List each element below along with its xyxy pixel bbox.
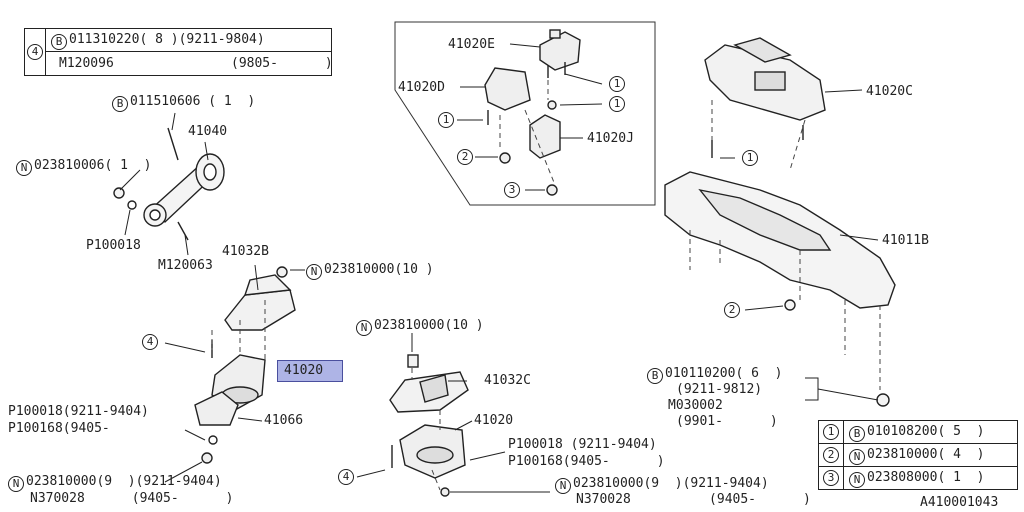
legend-ref-1: 1 bbox=[823, 424, 839, 440]
b-prefix-icon: B bbox=[112, 96, 128, 112]
b-prefix-icon: B bbox=[51, 34, 67, 50]
bracket-41020e bbox=[539, 29, 581, 78]
callout-3-a: 3 bbox=[504, 182, 520, 198]
label-41040: 41040 bbox=[188, 124, 228, 139]
callout-1-a: 1 bbox=[609, 76, 625, 92]
legend-text-3: 023808000( 1 ) bbox=[867, 470, 985, 485]
b-prefix-icon: B bbox=[849, 426, 865, 442]
row1-qty: ( 8 ) bbox=[139, 32, 179, 47]
label-41011b: 41011B bbox=[882, 233, 929, 248]
row1-range: (9211-9804) bbox=[178, 32, 265, 47]
label-p100018-b: P100018(9211-9404) bbox=[8, 404, 149, 419]
n-prefix-icon: N bbox=[849, 472, 865, 488]
callout-4-middle: 4 bbox=[338, 469, 354, 485]
bracket-41032c bbox=[389, 354, 469, 413]
label-range-9901: (9901- ) bbox=[676, 414, 778, 429]
label-41020-middle: 41020 bbox=[474, 413, 514, 428]
label-p100168-c: P100168(9405- ) bbox=[508, 454, 665, 469]
mount-41020-middle bbox=[391, 424, 466, 497]
legend-ref-3: 3 bbox=[823, 470, 839, 486]
label-41020d: 41020D bbox=[398, 80, 445, 95]
label-010110200-text: 010110200( 6 ) bbox=[665, 366, 783, 381]
torque-rod-41040 bbox=[113, 127, 225, 241]
label-023810006-text: 023810006( 1 ) bbox=[34, 158, 152, 173]
label-p100168-b: P100168(9405- bbox=[8, 421, 110, 436]
legend-text-1: 010108200( 5 ) bbox=[867, 424, 985, 439]
legend-text-2: 023810000( 4 ) bbox=[867, 447, 985, 462]
label-n370028-d: N370028 (9405- ) bbox=[576, 492, 811, 507]
table-row-2: M120096 (9805- ) bbox=[45, 52, 333, 74]
n-prefix-icon: N bbox=[849, 449, 865, 465]
label-range-9211-9812: (9211-9812) bbox=[676, 382, 763, 397]
label-41032b: 41032B bbox=[222, 244, 269, 259]
label-41032c: 41032C bbox=[484, 373, 531, 388]
label-41020-highlight: 41020 bbox=[284, 363, 324, 378]
detail-box bbox=[394, 21, 656, 206]
label-p100018-a: P100018 bbox=[86, 238, 141, 253]
plate-41020c bbox=[704, 37, 826, 158]
legend-ref-2: 2 bbox=[823, 447, 839, 463]
n-prefix-icon: N bbox=[16, 160, 32, 176]
bracket-41020d bbox=[484, 67, 557, 125]
callout-1-b: 1 bbox=[609, 96, 625, 112]
callout-2-a: 2 bbox=[457, 149, 473, 165]
label-023810000-c-text: 023810000(10 ) bbox=[374, 318, 484, 333]
callout-1-right: 1 bbox=[742, 150, 758, 166]
label-m030002: M030002 bbox=[668, 398, 723, 413]
highlighted-part-41020[interactable]: 41020 bbox=[277, 360, 343, 382]
n-prefix-icon: N bbox=[555, 478, 571, 494]
row2-range: (9805- ) bbox=[231, 56, 333, 71]
label-41020j: 41020J bbox=[587, 131, 634, 146]
label-023810000-b-text: 023810000(9 )(9211-9404) bbox=[26, 474, 222, 489]
label-023810000-d-text: 023810000(9 )(9211-9404) bbox=[573, 476, 769, 491]
table-ref-cell: 4 bbox=[25, 29, 46, 75]
callout-4-badge: 4 bbox=[27, 44, 43, 60]
label-n370028-b: N370028 (9405- ) bbox=[30, 491, 234, 506]
bracket-41032b bbox=[224, 266, 296, 331]
b-prefix-icon: B bbox=[647, 368, 663, 384]
label-41020e: 41020E bbox=[448, 37, 495, 52]
guide-lines bbox=[211, 80, 881, 491]
n-prefix-icon: N bbox=[306, 264, 322, 280]
label-p100018-c: P100018 (9211-9404) bbox=[508, 437, 657, 452]
callout-2-right: 2 bbox=[724, 302, 740, 318]
crossmember-41011b bbox=[664, 171, 896, 407]
bracket-41020j bbox=[499, 114, 561, 196]
label-011510606-text: 011510606 ( 1 ) bbox=[130, 94, 256, 109]
label-023810000-a-text: 023810000(10 ) bbox=[324, 262, 434, 277]
label-m120063: M120063 bbox=[158, 258, 213, 273]
row1-code: 011310220 bbox=[69, 32, 140, 47]
label-41020c: 41020C bbox=[866, 84, 913, 99]
row2-code: M120096 bbox=[59, 56, 114, 71]
leader-lines bbox=[119, 43, 879, 493]
label-41066: 41066 bbox=[264, 413, 304, 428]
diagram-id: A410001043 bbox=[920, 495, 999, 510]
callout-4-left: 4 bbox=[142, 334, 158, 350]
mount-41020-left bbox=[194, 340, 266, 464]
callout-1-c: 1 bbox=[438, 112, 454, 128]
n-prefix-icon: N bbox=[356, 320, 372, 336]
n-prefix-icon: N bbox=[8, 476, 24, 492]
